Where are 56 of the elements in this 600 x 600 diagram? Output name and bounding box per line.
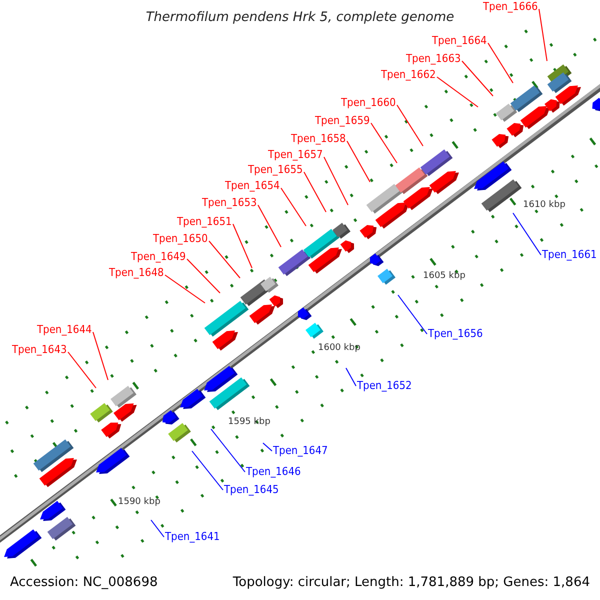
leader-line xyxy=(398,294,428,334)
gene-label: Tpen_1651 xyxy=(177,216,232,228)
leader-line xyxy=(208,240,240,278)
gene-label: Tpen_1666 xyxy=(483,1,538,13)
gene-label: Tpen_1647 xyxy=(273,445,328,457)
leader-line xyxy=(258,204,282,248)
gene-label: Tpen_1644 xyxy=(37,324,92,336)
gene-label: Tpen_1650 xyxy=(153,233,208,245)
leader-line xyxy=(512,212,542,256)
leader-line xyxy=(538,8,548,62)
scale-label: 1600 kbp xyxy=(318,344,360,353)
gene-label: Tpen_1662 xyxy=(381,69,436,81)
gene-label: Tpen_1664 xyxy=(432,35,487,47)
scale-label: 1595 kbp xyxy=(228,418,270,427)
leader-line xyxy=(436,76,478,108)
gene-label: Tpen_1643 xyxy=(12,344,67,356)
leader-line xyxy=(488,42,514,84)
leader-line xyxy=(186,258,220,294)
scale-label: 1605 kbp xyxy=(423,272,466,281)
leader-line xyxy=(92,332,108,380)
gene-label: Tpen_1663 xyxy=(406,53,461,65)
gene-label: Tpen_1661 xyxy=(542,249,597,261)
gene-label: Tpen_1660 xyxy=(341,97,396,109)
leader-line xyxy=(192,450,224,490)
leader-line xyxy=(232,224,252,268)
gene-label: Tpen_1649 xyxy=(131,251,186,263)
footer-text: Topology: circular; Length: 1,781,889 bp; Genes: 1,864 xyxy=(232,576,590,589)
gene-label: Tpen_1656 xyxy=(428,328,483,340)
leader-line xyxy=(346,140,370,182)
leader-line xyxy=(304,172,326,212)
gene-label: Tpen_1659 xyxy=(315,115,370,127)
leader-line xyxy=(396,104,424,146)
gene-label: Tpen_1652 xyxy=(357,380,412,392)
title: Thermofilum pendens Hrk 5, complete genome xyxy=(144,11,456,24)
gene-label: Tpen_1646 xyxy=(246,466,301,478)
gene-label: Tpen_1641 xyxy=(165,531,220,543)
leader-line xyxy=(346,368,356,386)
leader-line xyxy=(324,156,348,206)
leader-line xyxy=(150,520,164,538)
leader-line xyxy=(370,122,398,164)
leader-line xyxy=(68,352,96,388)
leader-line xyxy=(280,188,306,226)
leader-line xyxy=(210,428,246,472)
gene-label: Tpen_1653 xyxy=(202,197,257,209)
gene-label: Tpen_1654 xyxy=(225,180,280,192)
gene-label: Tpen_1658 xyxy=(291,133,346,145)
gene-label: Tpen_1655 xyxy=(248,164,303,176)
gene-label: Tpen_1645 xyxy=(224,484,279,496)
gene-label: Tpen_1648 xyxy=(109,267,164,279)
gene-label: Tpen_1657 xyxy=(268,149,323,161)
footer-text: Accession: NC_008698 xyxy=(10,576,158,589)
leader-line xyxy=(164,274,206,304)
scale-label: 1590 kbp xyxy=(118,498,160,507)
leader-line xyxy=(462,60,494,96)
leader-line xyxy=(262,442,272,452)
scale-label: 1610 kbp xyxy=(523,201,566,210)
